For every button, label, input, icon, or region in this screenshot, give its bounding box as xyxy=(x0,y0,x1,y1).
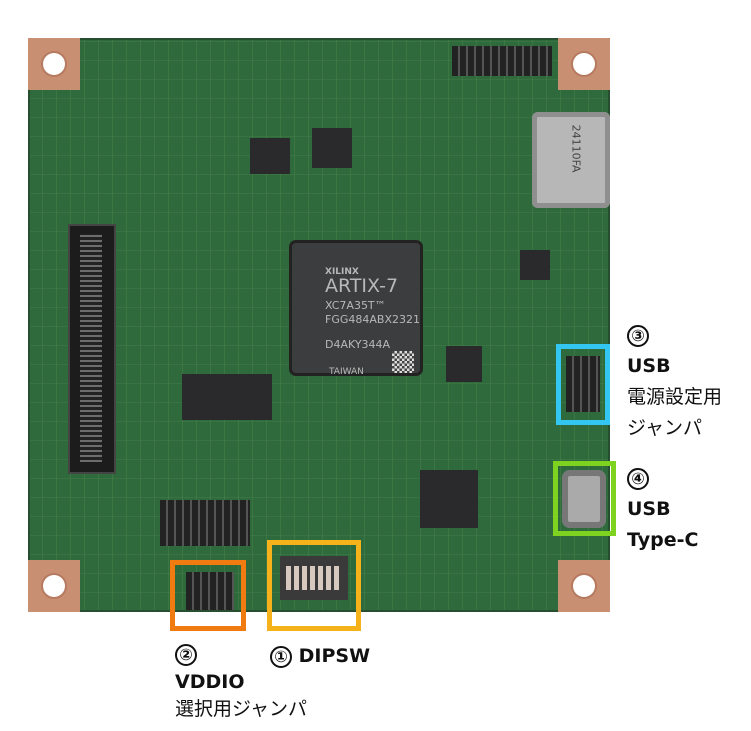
dip-switch xyxy=(280,556,348,600)
highlight-usb-power-jumper xyxy=(556,344,610,425)
label-number: ② xyxy=(175,644,197,666)
ic-chip xyxy=(250,138,290,174)
label-number: ④ xyxy=(627,468,649,490)
usb-power-jumper xyxy=(566,356,600,412)
vddio-jumper xyxy=(186,572,234,610)
mounting-hole xyxy=(28,38,80,90)
pin-header xyxy=(160,500,250,546)
usb-connector: 24110FA xyxy=(532,112,610,208)
usb-connector-marking: 24110FA xyxy=(569,124,583,173)
mounting-hole xyxy=(558,560,610,612)
fpga-origin: TAIWAN xyxy=(329,367,364,377)
fpga-brand: XILINX xyxy=(325,267,359,277)
pin-header xyxy=(452,46,552,76)
ram-chip xyxy=(182,374,272,420)
label-number: ③ xyxy=(627,325,649,347)
ic-chip xyxy=(446,346,482,382)
label-subtitle: ジャンパ xyxy=(627,417,703,439)
label-subtitle: Type-C xyxy=(627,529,699,551)
label-number: ① xyxy=(270,646,292,668)
ic-chip xyxy=(312,128,352,168)
fpga-chip: XILINX ARTIX-7 XC7A35T™ FGG484ABX2321 D4… xyxy=(292,243,420,377)
fpga-family: ARTIX-7 xyxy=(325,275,399,297)
label-title: DIPSW xyxy=(298,645,371,667)
label-usb-power: ③ USB 電源設定用 ジャンパ xyxy=(627,320,722,444)
mounting-hole xyxy=(28,560,80,612)
datamatrix-code xyxy=(392,351,414,373)
highlight-vddio-jumper xyxy=(170,560,246,631)
usb-type-c-port xyxy=(562,470,606,528)
label-vddio: ② VDDIO 選択用ジャンパ xyxy=(175,643,307,720)
ic-chip xyxy=(420,470,478,528)
label-usb-type-c: ④ USB Type-C xyxy=(627,463,698,556)
label-subtitle: 選択用ジャンパ xyxy=(175,698,308,720)
fpga-part: XC7A35T™ xyxy=(325,299,386,312)
label-dipsw: ① DIPSW xyxy=(270,645,370,668)
label-subtitle: 電源設定用 xyxy=(627,386,723,408)
fpga-package: FGG484ABX2321 xyxy=(325,313,420,326)
fpga-lot: D4AKY344A xyxy=(325,338,391,351)
mounting-hole xyxy=(558,38,610,90)
highlight-dipsw xyxy=(267,540,361,631)
label-title: USB xyxy=(627,355,671,377)
highlight-usb-type-c xyxy=(553,461,616,536)
board-connector xyxy=(68,224,116,474)
label-title: VDDIO xyxy=(175,671,245,693)
label-title: USB xyxy=(627,498,671,520)
ic-chip xyxy=(520,250,550,280)
